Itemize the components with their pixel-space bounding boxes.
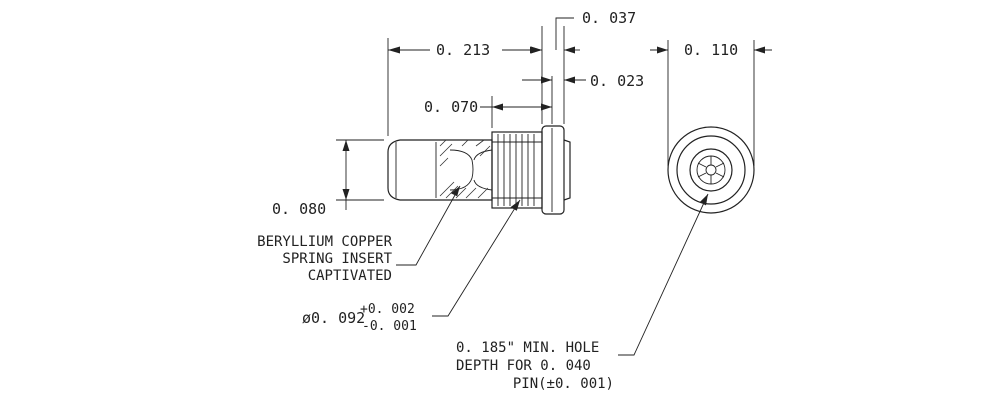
knurl-lines: [492, 134, 542, 206]
leader-lines: [396, 185, 709, 356]
beryllium-note-line-1: BERYLLIUM COPPER: [257, 234, 392, 250]
diameter-note: ø0. 092 +0. 002 -0. 001: [302, 302, 417, 334]
dimension-lines: [336, 17, 772, 210]
hole-note-line-1: 0. 185" MIN. HOLE: [456, 340, 599, 356]
dim-label-0037: 0. 037: [582, 9, 636, 27]
beryllium-note-line-2: SPRING INSERT: [282, 251, 392, 267]
hole-note: 0. 185" MIN. HOLE DEPTH FOR 0. 040 PIN(±…: [456, 340, 614, 392]
dim-label-0110: 0. 110: [684, 41, 738, 59]
dimension-labels: 0. 037 0. 213 0. 023 0. 070 0. 110 0. 08…: [272, 9, 738, 218]
hole-note-line-3: PIN(±0. 001): [513, 376, 614, 392]
diameter-tolerance-plus: +0. 002: [360, 302, 415, 317]
spring-insert: [435, 139, 493, 199]
dim-label-0213: 0. 213: [436, 41, 490, 59]
contact-fingers: [697, 156, 725, 184]
dim-label-0023: 0. 023: [590, 72, 644, 90]
diameter-base: ø0. 092: [302, 309, 365, 327]
dim-label-0080: 0. 080: [272, 200, 326, 218]
knurled-collar: [491, 131, 543, 209]
end-view: [667, 126, 755, 214]
diameter-tolerance-minus: -0. 001: [362, 319, 417, 334]
dim-label-0070: 0. 070: [424, 98, 478, 116]
pin-tip-outline: [387, 139, 493, 201]
beryllium-note: BERYLLIUM COPPER SPRING INSERT CAPTIVATE…: [257, 234, 392, 284]
hole-note-line-2: DEPTH FOR 0. 040: [456, 358, 591, 374]
flange: [541, 125, 565, 215]
beryllium-note-line-3: CAPTIVATED: [308, 268, 392, 284]
side-view: [387, 125, 571, 215]
rear-stub: [563, 139, 571, 201]
